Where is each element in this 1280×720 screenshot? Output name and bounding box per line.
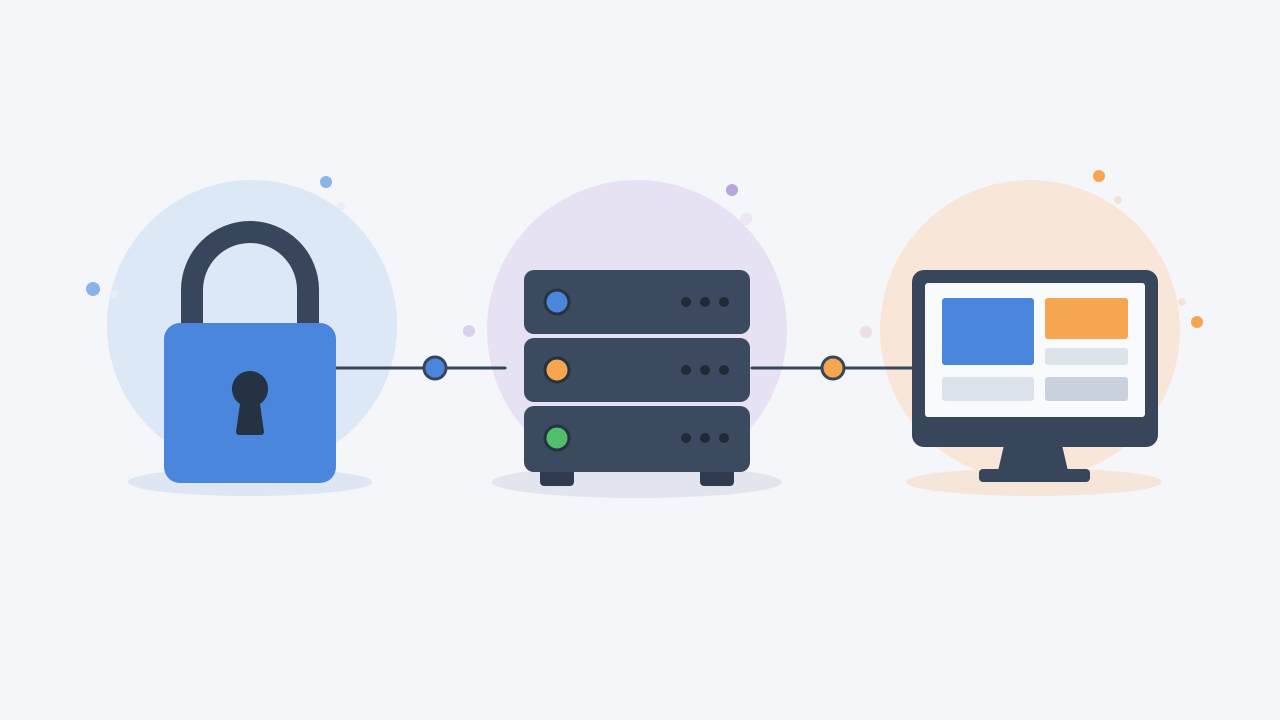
vent-dot — [719, 297, 729, 307]
server-unit-middle — [524, 338, 750, 402]
status-led-orange — [543, 356, 571, 384]
server-unit-bottom — [524, 406, 750, 472]
vent-dot — [681, 297, 691, 307]
sparkle-dot — [463, 325, 475, 337]
vent-dot — [700, 297, 710, 307]
screen-panel-orange — [1045, 298, 1128, 339]
sparkle-dot — [1114, 196, 1122, 204]
monitor-icon — [912, 270, 1158, 482]
sparkle-dot — [110, 290, 118, 298]
sparkle-dot — [1093, 170, 1105, 182]
sparkle-dot — [320, 176, 332, 188]
vent-dot — [700, 433, 710, 443]
keyhole-icon — [231, 370, 269, 435]
server-rack-icon — [524, 270, 750, 486]
sparkle-dot — [1191, 316, 1203, 328]
vent-dot — [681, 365, 691, 375]
vent-dot — [681, 433, 691, 443]
status-led-green — [543, 424, 571, 452]
sparkle-dot — [337, 202, 345, 210]
monitor-stand-base — [979, 469, 1090, 482]
connector-node-orange — [820, 355, 846, 381]
connector-lock-server — [332, 355, 507, 381]
decorative-dots — [86, 170, 1203, 338]
status-led-blue — [543, 288, 571, 316]
screen-panel-light — [942, 377, 1034, 401]
screen-panel-light — [1045, 348, 1128, 365]
sparkle-dot — [86, 282, 100, 296]
monitor-stand-neck — [998, 445, 1068, 471]
screen-panel-mid — [1045, 377, 1128, 401]
padlock-shackle — [181, 221, 319, 330]
vent-dot — [719, 365, 729, 375]
vent-dot — [719, 433, 729, 443]
vent-dot — [700, 365, 710, 375]
sparkle-dot — [860, 326, 872, 338]
server-unit-top — [524, 270, 750, 334]
connector-node-blue — [422, 355, 448, 381]
sparkle-dot — [1178, 298, 1186, 306]
connector-server-monitor — [750, 355, 914, 381]
padlock-icon — [164, 221, 336, 483]
screen-panel-blue — [942, 298, 1034, 365]
sparkle-dot — [740, 213, 752, 225]
sparkle-dot — [726, 184, 738, 196]
